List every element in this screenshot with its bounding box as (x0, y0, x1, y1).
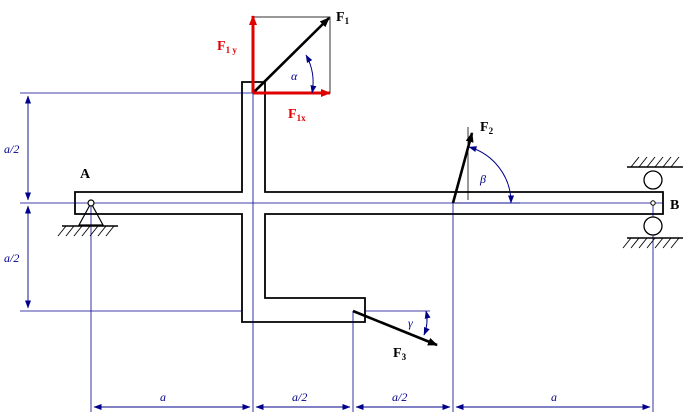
force-f3-label: F3 (393, 346, 407, 362)
angle-beta-label: β (479, 172, 486, 186)
structure-outline (74, 81, 664, 323)
force-f2-group (451, 127, 515, 204)
force-f2-label: F2 (480, 120, 494, 136)
dim-horizontal-2: a/2 (292, 390, 307, 404)
dim-vertical-top: a/2 (4, 142, 19, 156)
angle-beta-arc (468, 146, 515, 204)
dimension-lines (25, 95, 651, 410)
force-f1-arrow (252, 17, 330, 94)
support-b-label: B (670, 198, 679, 213)
force-f1y-label: F1 y (217, 39, 237, 55)
angle-alpha-label: α (291, 69, 298, 83)
angle-alpha-arc (305, 54, 317, 94)
force-f1-label: F1 (336, 10, 350, 26)
dim-horizontal-3: a/2 (392, 390, 407, 404)
force-f3-arrow (352, 309, 438, 347)
support-a-label: A (80, 167, 91, 182)
pin-support-a (57, 199, 118, 237)
angle-gamma-arc (423, 310, 431, 336)
force-f1x-label: F1x (288, 107, 306, 123)
force-f1-group (249, 15, 331, 97)
dim-vertical-bottom: a/2 (4, 251, 19, 265)
force-f2-arrow (451, 132, 474, 204)
dim-horizontal-4: a (551, 390, 557, 404)
roller-support-b (622, 156, 683, 249)
dim-horizontal-1: a (160, 390, 166, 404)
angle-gamma-label: γ (408, 316, 413, 330)
force-f3-group (352, 309, 438, 347)
reference-lines (20, 92, 663, 412)
